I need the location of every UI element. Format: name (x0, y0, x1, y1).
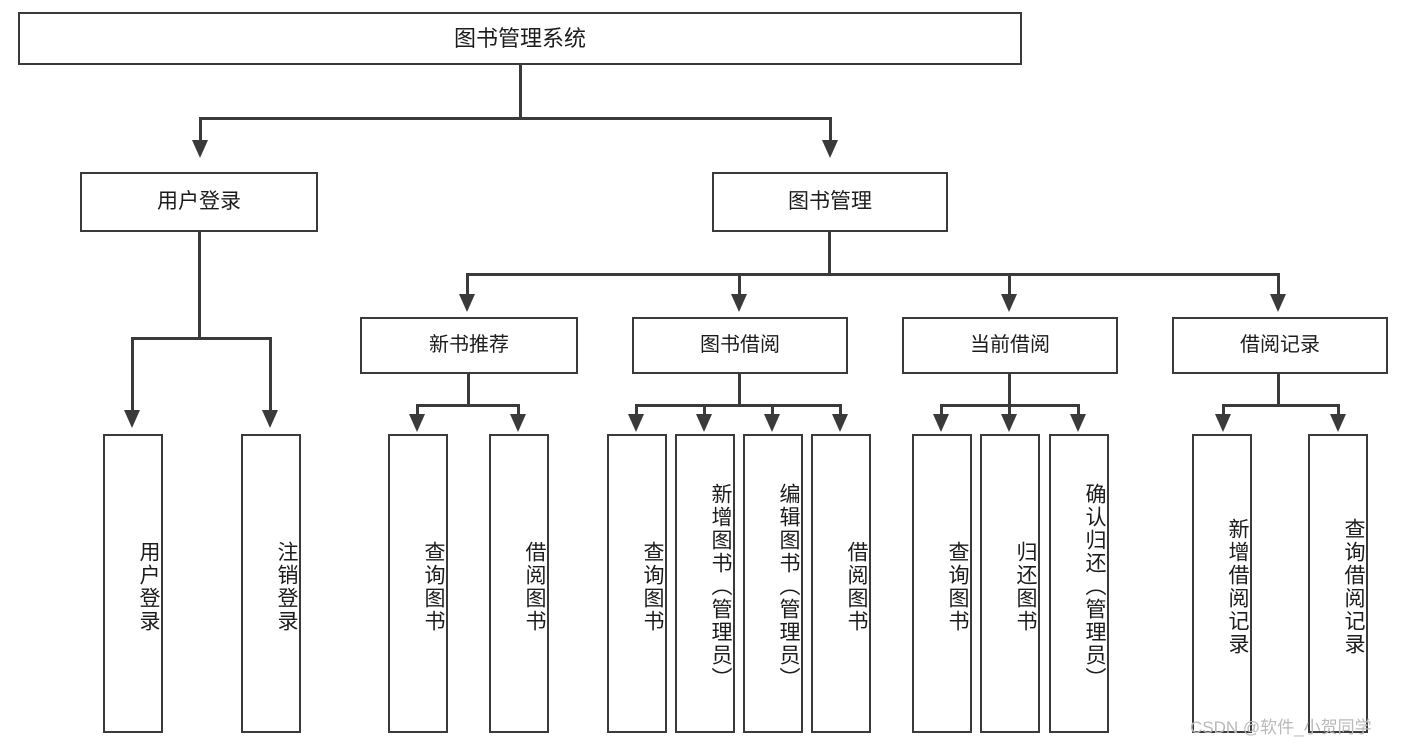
leaf-borrow-query[interactable]: 查询图书 (607, 434, 667, 733)
node-new-book-recommend[interactable]: 新书推荐 (360, 317, 578, 374)
arrow-book-borrow-to-query (628, 414, 644, 432)
edge-current-to-return (1008, 404, 1011, 418)
arrow-root-to-user-login (192, 140, 208, 158)
arrow-record-to-add (1215, 414, 1231, 432)
node-user-login[interactable]: 用户登录 (80, 172, 318, 232)
node-book-borrow-label: 图书借阅 (700, 334, 780, 356)
edge-root-drop (519, 65, 522, 117)
arrow-book-borrow-to-edit (764, 414, 780, 432)
arrow-record-to-query (1330, 414, 1346, 432)
edge-book-manage-bus (466, 273, 1280, 276)
edge-current-to-query (940, 404, 943, 418)
arrow-book-manage-to-new-book (459, 294, 475, 312)
edge-borrow-record-drop (1277, 374, 1280, 404)
csdn-watermark: CSDN @软件_小贺同学 (1190, 718, 1372, 737)
leaf-user-login-label: 用户登录 (137, 540, 160, 633)
leaf-borrow-add-book[interactable]: 新增图书（管理员） (675, 434, 735, 733)
edge-book-borrow-to-borrow (839, 404, 842, 418)
node-book-manage[interactable]: 图书管理 (712, 172, 948, 232)
node-new-book-recommend-label: 新书推荐 (429, 334, 509, 356)
edge-root-to-book-manage (829, 117, 832, 142)
node-book-borrow[interactable]: 图书借阅 (632, 317, 848, 374)
arrow-new-book-to-query (409, 414, 425, 432)
leaf-new-book-borrow-label: 借阅图书 (523, 540, 546, 633)
edge-current-to-confirm (1077, 404, 1080, 418)
leaf-borrow-edit-book[interactable]: 编辑图书（管理员） (743, 434, 803, 733)
edge-book-manage-to-new-book (466, 273, 469, 296)
leaf-borrow-borrow-book[interactable]: 借阅图书 (811, 434, 871, 733)
leaf-current-query[interactable]: 查询图书 (912, 434, 972, 733)
edge-root-to-user-login (199, 117, 202, 142)
edge-new-book-to-borrow (517, 404, 520, 418)
arrow-current-to-confirm (1070, 414, 1086, 432)
arrow-current-to-return (1001, 414, 1017, 432)
arrow-book-manage-to-current (1001, 294, 1017, 312)
arrow-book-borrow-to-add (696, 414, 712, 432)
arrow-current-to-query (933, 414, 949, 432)
leaf-logout[interactable]: 注销登录 (241, 434, 301, 733)
edge-book-manage-to-current (1008, 273, 1011, 296)
node-root-system[interactable]: 图书管理系统 (18, 12, 1022, 65)
edge-record-to-query (1337, 404, 1340, 418)
leaf-new-book-query[interactable]: 查询图书 (388, 434, 448, 733)
edge-book-borrow-bus (635, 404, 842, 407)
leaf-user-login[interactable]: 用户登录 (103, 434, 163, 733)
leaf-new-book-borrow[interactable]: 借阅图书 (489, 434, 549, 733)
leaf-borrow-edit-book-label: 编辑图书（管理员） (777, 483, 800, 690)
edge-borrow-record-bus (1222, 404, 1340, 407)
node-user-login-label: 用户登录 (157, 189, 241, 213)
edge-book-manage-to-record (1277, 273, 1280, 296)
edge-record-to-add (1222, 404, 1225, 418)
edge-book-borrow-drop (738, 374, 741, 404)
arrow-user-login-to-logout (262, 410, 278, 428)
leaf-new-book-query-label: 查询图书 (422, 540, 445, 633)
edge-current-borrow-drop (1008, 374, 1011, 404)
node-borrow-record-label: 借阅记录 (1240, 334, 1320, 356)
edge-user-login-to-login (131, 337, 134, 412)
node-current-borrow-label: 当前借阅 (970, 334, 1050, 356)
edge-book-manage-to-borrow (738, 273, 741, 296)
edge-book-borrow-to-add (703, 404, 706, 418)
leaf-borrow-query-label: 查询图书 (641, 540, 664, 633)
leaf-current-query-label: 查询图书 (946, 540, 969, 633)
leaf-borrow-add-book-label: 新增图书（管理员） (709, 483, 732, 690)
leaf-record-query[interactable]: 查询借阅记录 (1308, 434, 1368, 733)
arrow-book-manage-to-record (1270, 294, 1286, 312)
leaf-current-confirm-return[interactable]: 确认归还（管理员） (1049, 434, 1109, 733)
edge-user-login-drop (198, 232, 201, 337)
node-current-borrow[interactable]: 当前借阅 (902, 317, 1118, 374)
node-book-manage-label: 图书管理 (788, 189, 872, 213)
node-root-label: 图书管理系统 (453, 25, 586, 51)
edge-new-book-to-query (416, 404, 419, 418)
leaf-record-add-label: 新增借阅记录 (1226, 517, 1249, 656)
arrow-user-login-to-login (124, 410, 140, 428)
arrow-book-manage-to-borrow (731, 294, 747, 312)
leaf-record-query-label: 查询借阅记录 (1342, 517, 1365, 656)
edge-new-book-drop (467, 374, 470, 404)
edge-book-manage-drop (828, 232, 831, 273)
edge-book-borrow-to-query (635, 404, 638, 418)
node-borrow-record[interactable]: 借阅记录 (1172, 317, 1388, 374)
leaf-record-add[interactable]: 新增借阅记录 (1192, 434, 1252, 733)
edge-root-bus (199, 117, 832, 120)
arrow-root-to-book-manage (822, 140, 838, 158)
edge-new-book-bus (416, 404, 520, 407)
leaf-current-return-label: 归还图书 (1014, 540, 1037, 633)
arrow-new-book-to-borrow (510, 414, 526, 432)
leaf-logout-label: 注销登录 (275, 540, 298, 633)
leaf-borrow-borrow-book-label: 借阅图书 (845, 540, 868, 633)
arrow-book-borrow-to-borrow (832, 414, 848, 432)
edge-user-login-bus (131, 337, 272, 340)
leaf-current-confirm-return-label: 确认归还（管理员） (1083, 483, 1106, 690)
leaf-current-return[interactable]: 归还图书 (980, 434, 1040, 733)
edge-user-login-to-logout (269, 337, 272, 412)
edge-book-borrow-to-edit (771, 404, 774, 418)
